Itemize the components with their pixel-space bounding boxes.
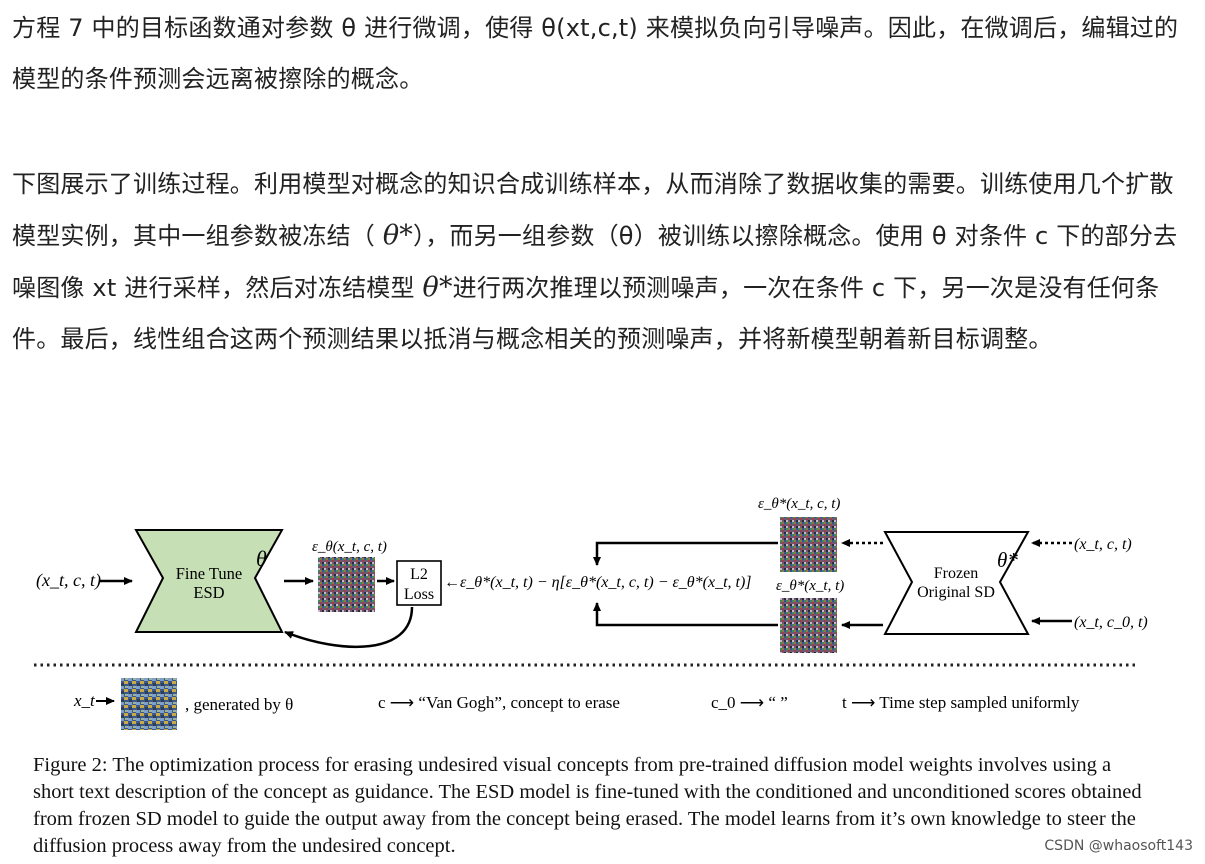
theta-star-symbol: θ* (423, 272, 453, 303)
theta-star-symbol: θ* (383, 220, 413, 251)
eps-star-cond-label: ε_θ*(x_t, c, t) (758, 496, 840, 512)
watermark: CSDN @whaosoft143 (1044, 838, 1193, 854)
frozen-param-theta-star: θ* (997, 548, 1018, 572)
input-right-bottom-label: (x_t, c_0, t) (1074, 614, 1148, 631)
eps-star-uncond-label: ε_θ*(x_t, t) (776, 578, 844, 594)
figure-caption: Figure 2: The optimization process for e… (33, 752, 1143, 860)
frozen-uncond-noise-image (780, 598, 837, 653)
paragraph-training: 下图展示了训练过程。利用模型对概念的知识合成训练样本，从而消除了数据收集的需要。… (12, 159, 1197, 365)
legend-c: c ⟶ “Van Gogh”, concept to erase (378, 693, 620, 712)
esd-label-line1: Fine Tune (176, 564, 242, 583)
legend-xt-desc: , generated by θ (185, 695, 293, 714)
legend-c0: c_0 ⟶ “ ” (711, 693, 788, 712)
esd-label-line2: ESD (193, 583, 224, 602)
input-left-label: (x_t, c, t) (36, 570, 101, 591)
eps-theta-label: ε_θ(x_t, c, t) (312, 539, 387, 555)
frozen-label-line2: Original SD (917, 584, 995, 601)
frozen-cond-noise-image (780, 517, 837, 572)
legend-xt-symbol: x_t (73, 691, 96, 710)
paragraph-objective: 方程 7 中的目标函数通对参数 θ 进行微调，使得 θ(xt,c,t) 来模拟负… (12, 3, 1197, 105)
l2-label-line1: L2 (410, 566, 428, 583)
arrow-loss-feedback (285, 607, 412, 647)
arrow-cond-to-target (597, 543, 778, 565)
predicted-noise-image (318, 557, 375, 612)
arrow-uncond-to-target (597, 603, 778, 625)
frozen-label-line1: Frozen (934, 565, 978, 582)
legend-t: t ⟶ Time step sampled uniformly (842, 693, 1080, 712)
target-expression: ←ε_θ*(x_t, t) − η[ε_θ*(x_t, c, t) − ε_θ*… (444, 574, 752, 591)
input-right-top-label: (x_t, c, t) (1074, 536, 1132, 553)
l2-label-line2: Loss (404, 586, 434, 603)
esd-param-theta: θ (256, 546, 267, 571)
legend-van-gogh-image (121, 678, 177, 730)
